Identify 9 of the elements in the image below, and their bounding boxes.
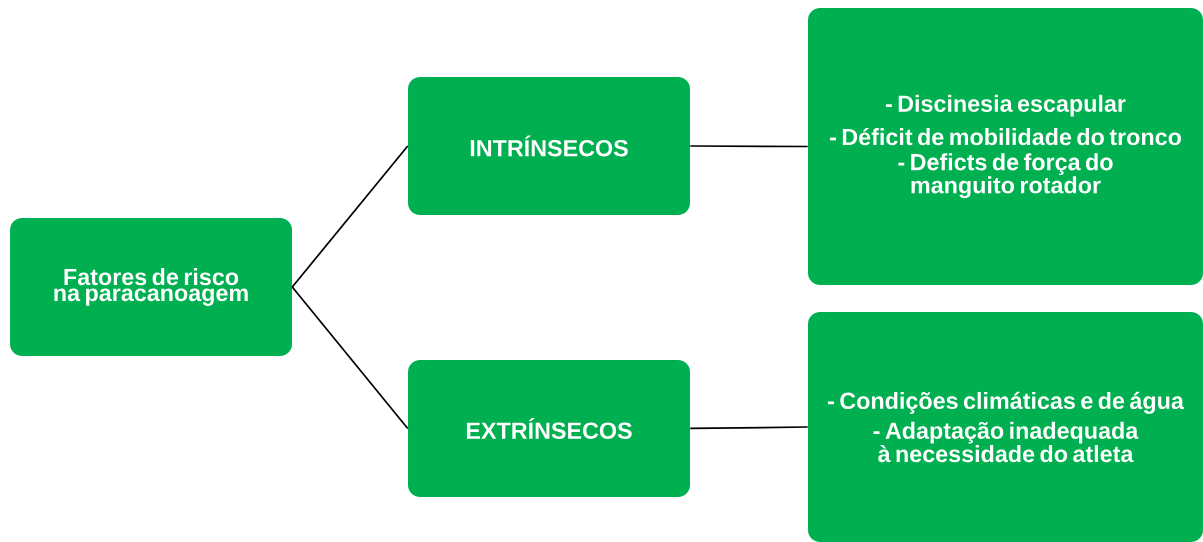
connector-line bbox=[291, 286, 409, 430]
category-box: EXTRÍNSECOS bbox=[408, 360, 690, 497]
connector-line bbox=[689, 426, 809, 430]
category-box: INTRÍNSECOS bbox=[408, 77, 690, 215]
connector-line bbox=[291, 145, 409, 288]
connector-line bbox=[689, 145, 809, 148]
category-box: Fatores de risco na paracanoagem bbox=[10, 218, 292, 356]
details-box: - Discinesia escapular - Déficit de mobilidade do tronco - Deficts de força do manguito rotador bbox=[808, 8, 1203, 285]
details-box: - Condições climáticas e de água - Adaptação inadequada à necessidade do atleta bbox=[808, 312, 1203, 542]
